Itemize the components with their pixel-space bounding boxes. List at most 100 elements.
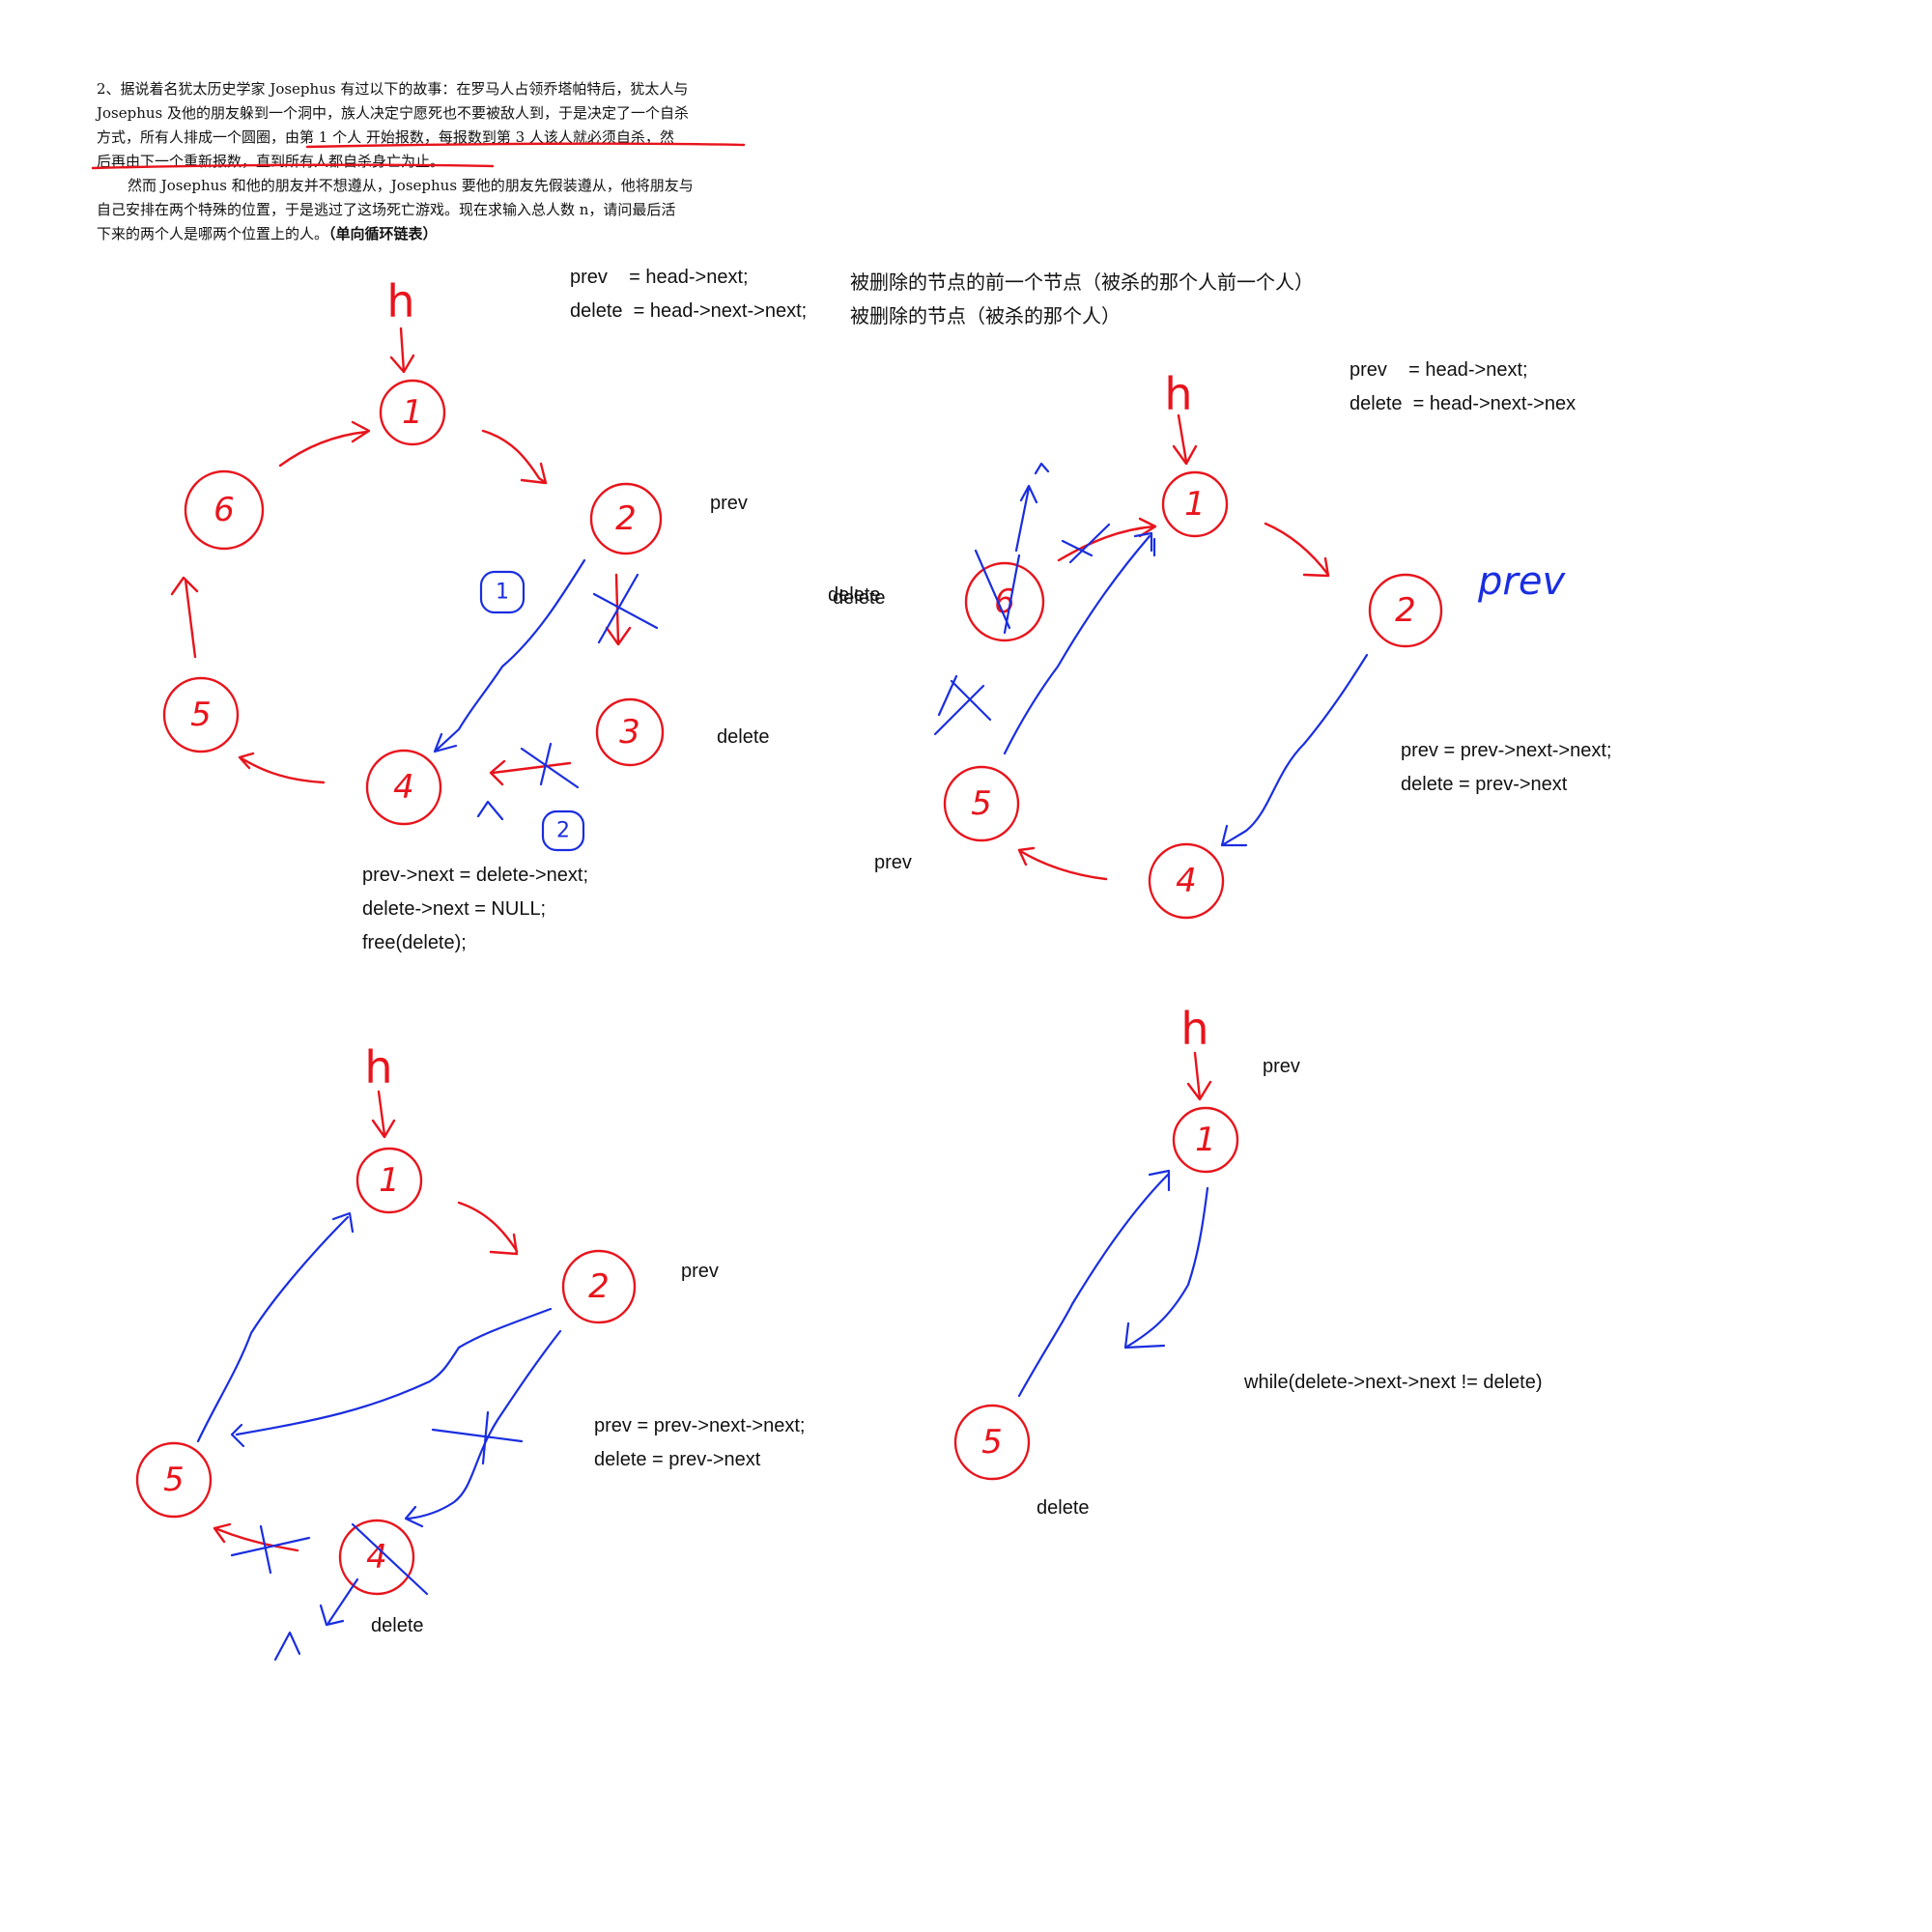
new-link-arrow [1220, 653, 1369, 847]
node: 6 [964, 561, 1045, 642]
cross-mark [933, 674, 992, 736]
link-arrow [1017, 1169, 1171, 1398]
prev-handwritten: prev [1477, 559, 1566, 604]
d1-code-line: delete->next = NULL; [362, 898, 547, 920]
node: 1 [355, 1147, 423, 1214]
diagram-4: h 1 5 [953, 1003, 1239, 1481]
pointer-mark [1034, 462, 1050, 475]
node-label: 5 [190, 696, 212, 734]
cross-mark [520, 742, 580, 789]
problem-statement: 2、据说着名犹太历史学家 Josephus 有过以下的故事：在罗马人占领乔塔帕特… [97, 77, 744, 246]
head-arrow [371, 1090, 396, 1139]
node: 1 [1161, 470, 1229, 538]
head-arrow [1172, 413, 1198, 466]
d4-code-line: while(delete->next->next != delete) [1244, 1372, 1543, 1393]
node: 5 [162, 676, 240, 753]
head-label: h [1180, 1003, 1208, 1055]
cross-mark [974, 549, 1021, 635]
node-label: 2 [615, 499, 637, 538]
node: 5 [135, 1441, 213, 1519]
new-link-arrow [230, 1307, 553, 1448]
d3-code-line: prev = prev->next->next; [594, 1415, 806, 1436]
def-delete-desc: 被删除的节点（被杀的那个人） [850, 306, 1121, 327]
d1-delete-label: delete [828, 584, 881, 606]
problem-line: 下来的两个人是哪两个位置上的人。（单向循环链表） [97, 222, 744, 246]
step-mark [541, 810, 585, 852]
pointer-mark [1014, 484, 1038, 553]
problem-line: 然而 Josephus 和他的朋友并不想遵从，Josephus 要他的朋友先假装… [128, 177, 694, 194]
node-label: 1 [379, 1161, 400, 1200]
d2-init-prev: prev = head->next; [1350, 359, 1528, 381]
link-arrow [404, 1329, 562, 1528]
d3-delete-label: delete [371, 1615, 424, 1636]
problem-line: Josephus 及他的朋友躲到一个洞中，族人决定宁愿死也不要被敌人到，于是决定… [97, 104, 690, 122]
step-mark-label: 2 [556, 819, 570, 843]
head-arrow [389, 327, 415, 374]
step-mark [479, 570, 526, 614]
node-label: 1 [1195, 1121, 1216, 1159]
node: 2 [561, 1249, 637, 1324]
node-label: 5 [971, 784, 992, 823]
link-arrow [457, 1201, 519, 1256]
head-label: h [386, 275, 414, 327]
node: 4 [365, 749, 442, 826]
cross-mark [1061, 523, 1111, 564]
pointer-mark [476, 800, 504, 821]
node-label: 4 [393, 768, 414, 807]
node: 1 [379, 379, 446, 446]
link-arrow [1123, 1186, 1209, 1350]
def-delete-code: delete = head->next->next; [570, 300, 808, 322]
node-label: 6 [994, 582, 1015, 621]
cross-mark [592, 573, 659, 644]
pointer-mark [319, 1577, 359, 1627]
d2-init-delete: delete = head->next->nex [1350, 393, 1577, 414]
new-link-arrow [433, 558, 586, 753]
node-label: 6 [213, 491, 235, 529]
d1-delete-label-right: delete [717, 726, 770, 748]
d4-prev-label: prev [1263, 1056, 1300, 1077]
link-arrow [489, 759, 572, 786]
d2-delete-label: delete [833, 587, 886, 609]
d2-prev-label: prev [874, 852, 912, 873]
problem-line: 2、据说着名犹太历史学家 Josephus 有过以下的故事：在罗马人占领乔塔帕特… [97, 80, 689, 98]
node-label: 2 [588, 1267, 610, 1306]
node: 5 [953, 1404, 1031, 1481]
d1-prev-label: prev [710, 493, 748, 514]
d1-code-line: free(delete); [362, 932, 467, 953]
link-arrow [481, 429, 548, 485]
step-mark-label: 1 [496, 581, 509, 605]
underline-mark [91, 163, 495, 170]
problem-line: 自己安排在两个特殊的位置，于是逃过了这场死亡游戏。现在求输入总人数 n，请问最后… [97, 201, 676, 218]
node: 3 [595, 697, 665, 767]
node: 2 [1368, 573, 1443, 648]
head-label: h [364, 1041, 392, 1094]
node: 4 [338, 1519, 415, 1596]
node-label: 3 [619, 713, 640, 752]
problem-line-text: 下来的两个人是哪两个位置上的人。 [97, 225, 329, 242]
underline-mark [305, 142, 746, 149]
d2-code-line: prev = prev->next->next; [1401, 740, 1612, 761]
node: 2 [589, 482, 663, 555]
diagram-3: h 1 2 4 5 [135, 1041, 637, 1662]
node: 4 [1148, 842, 1225, 920]
cross-mark [351, 1522, 429, 1596]
d1-code-line: prev->next = delete->next; [362, 865, 589, 886]
diagram-2: h 1 2 4 5 6 prev delete [833, 368, 1566, 920]
node-label: 4 [366, 1538, 387, 1577]
head-label: h [1164, 368, 1192, 420]
node-label: 5 [981, 1423, 1003, 1462]
cross-mark [230, 1524, 311, 1575]
head-arrow [1186, 1051, 1212, 1101]
node-label: 4 [1176, 862, 1197, 900]
new-link-arrow [1003, 531, 1153, 755]
node-label: 1 [402, 393, 423, 432]
cross-mark [431, 1410, 524, 1465]
node-label: 2 [1395, 591, 1416, 630]
def-prev-desc: 被删除的节点的前一个节点（被杀的那个人前一个人） [850, 272, 1314, 294]
d4-delete-label: delete [1037, 1497, 1090, 1519]
link-arrow [1017, 846, 1108, 881]
pointer-mark [273, 1631, 301, 1662]
node-label: 5 [163, 1461, 185, 1499]
node: 6 [184, 469, 265, 551]
